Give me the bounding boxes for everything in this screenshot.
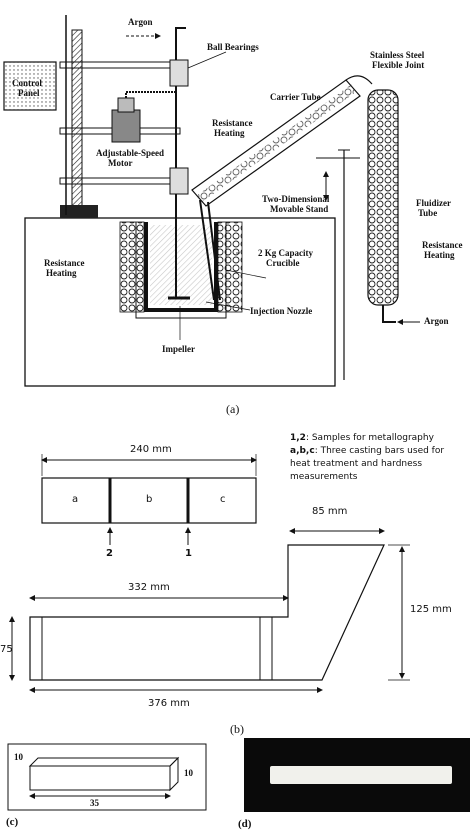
panel-a-apparatus	[3, 15, 420, 387]
label-motor-1: Adjustable-Speed	[96, 148, 165, 158]
legend-1-text: : Samples for metallography	[305, 433, 434, 443]
legend-b: 1,2: Samples for metallography a,b,c: Th…	[290, 432, 444, 484]
caption-c: (c)	[6, 816, 19, 828]
fluidizer-tube	[367, 89, 399, 323]
label-carrier-tube: Carrier Tube	[270, 92, 321, 102]
label-ball-bearings: Ball Bearings	[207, 42, 259, 52]
dim-85: 85 mm	[312, 506, 348, 517]
label-stainless-joint-1: Stainless Steel	[370, 50, 425, 60]
ball-bearing-upper	[169, 59, 189, 87]
label-injection-nozzle: Injection Nozzle	[250, 306, 313, 316]
dim-c-10-top: 10	[14, 752, 23, 762]
marker-2: 2	[106, 548, 113, 559]
dim-125: 125 mm	[410, 604, 452, 615]
dim-240: 240 mm	[130, 444, 172, 455]
caption-d: (d)	[238, 818, 252, 830]
label-stand-1: Two-Dimensional	[262, 194, 330, 204]
panel-b-mold	[9, 454, 410, 693]
caption-a: (a)	[226, 402, 240, 416]
label-crucible-1: 2 Kg Capacity	[258, 248, 313, 258]
marker-1: 1	[185, 548, 192, 559]
control-panel	[3, 61, 57, 111]
panel-c-frame	[7, 743, 207, 811]
label-crucible-2: Crucible	[266, 258, 300, 268]
bar-label-a: a	[72, 494, 79, 505]
dim-75: 75	[0, 644, 13, 655]
specimen-bar-photo	[270, 766, 452, 784]
label-fluidizer-1: Fluidizer	[416, 198, 451, 208]
furnace-heating-coils-right	[217, 221, 243, 313]
dim-c-35: 35	[90, 798, 99, 808]
label-stand-2: Movable Stand	[270, 204, 329, 214]
label-resistance-heating-a2: Heating	[214, 128, 245, 138]
panel-d-photo	[244, 738, 470, 812]
label-stainless-joint-2: Flexible Joint	[372, 60, 425, 70]
label-control-panel-2: Panel	[18, 88, 40, 98]
dim-332: 332 mm	[128, 582, 170, 593]
label-argon-top: Argon	[128, 17, 153, 27]
legend-2-line3: measurements	[290, 472, 358, 482]
furnace-heating-coils-left	[119, 221, 145, 313]
dim-376: 376 mm	[148, 698, 190, 709]
label-resistance-heating-b2: Heating	[46, 268, 77, 278]
label-control-panel-1: Control	[12, 78, 42, 88]
label-resistance-heating-a1: Resistance	[212, 118, 253, 128]
panel-c-specimen-sketch	[7, 743, 207, 811]
furnace-body	[24, 217, 336, 387]
label-impeller: Impeller	[162, 344, 195, 354]
legend-1-key: 1,2	[290, 433, 306, 443]
bar-label-c: c	[220, 494, 226, 505]
ball-bearing-lower	[169, 167, 189, 195]
motor	[111, 109, 141, 143]
label-argon-bottom: Argon	[424, 316, 449, 326]
label-motor-2: Motor	[108, 158, 133, 168]
carrier-tube	[191, 79, 361, 301]
casting-bars-plan	[41, 477, 257, 524]
legend-2-line2: heat treatment and hardness	[290, 459, 423, 469]
legend-2-key: a,b,c	[290, 446, 315, 456]
bar-label-b: b	[146, 494, 153, 505]
label-resistance-heating-b1: Resistance	[44, 258, 85, 268]
legend-2-text: : Three casting bars used for	[314, 446, 445, 456]
label-resistance-heating-c2: Heating	[424, 250, 455, 260]
mold-side-view	[29, 544, 385, 681]
caption-b: (b)	[230, 722, 244, 736]
label-fluidizer-2: Tube	[418, 208, 438, 218]
dim-c-10-side: 10	[184, 768, 193, 778]
label-resistance-heating-c1: Resistance	[422, 240, 463, 250]
